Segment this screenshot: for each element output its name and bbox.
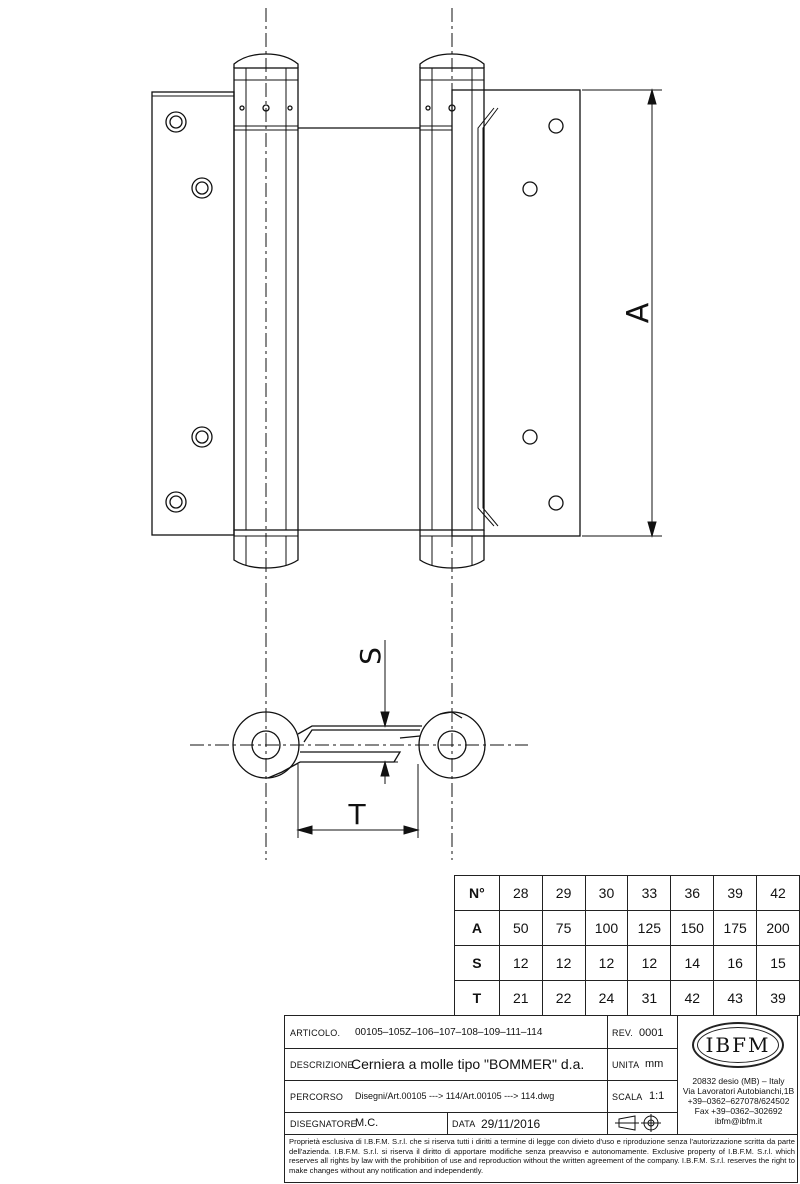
data-label: DATA — [452, 1119, 476, 1129]
dimension-s — [376, 640, 398, 784]
table-cell: 12 — [541, 945, 586, 981]
table-row-label: N° — [454, 875, 500, 911]
table-cell: 12 — [584, 945, 629, 981]
title-block: ARTICOLO. 00105–105Z–106–107–108–109–111… — [284, 1015, 798, 1183]
disegnatore-value: M.C. — [355, 1117, 379, 1129]
hinge-front-view — [151, 53, 581, 569]
table-cell: 42 — [670, 980, 715, 1016]
address-line: Via Lavoratori Autobianchi,1B — [682, 1086, 795, 1096]
table-cell: 28 — [498, 875, 543, 911]
table-cell: 175 — [713, 910, 758, 946]
table-cell: 50 — [498, 910, 543, 946]
table-cell: 16 — [713, 945, 758, 981]
table-row-label: S — [454, 945, 500, 981]
company-logo: IBFM — [692, 1022, 784, 1068]
left-barrel — [233, 67, 299, 531]
scala-label: SCALA — [612, 1092, 643, 1102]
dimension-s-label: S — [354, 647, 387, 665]
table-cell: 43 — [713, 980, 758, 1016]
descrizione-label: DESCRIZIONE — [290, 1060, 354, 1070]
table-row: T 21 22 24 31 42 43 39 — [454, 980, 800, 1016]
left-knuckle — [232, 711, 300, 779]
percorso-label: PERCORSO — [290, 1092, 344, 1102]
copyright-disclaimer: Proprietà esclusiva di I.B.F.M. S.r.l. c… — [289, 1137, 795, 1175]
table-cell: 14 — [670, 945, 715, 981]
address-line: 20832 desio (MB) – Italy — [692, 1076, 785, 1086]
table-cell: 12 — [498, 945, 543, 981]
table-row-label: T — [454, 980, 500, 1016]
address-line: +39–0362–627078/624502 — [687, 1096, 790, 1106]
dimension-a-label: A — [621, 302, 656, 323]
right-barrel — [419, 67, 485, 531]
table-cell: 29 — [541, 875, 586, 911]
dimension-t — [296, 764, 420, 838]
percorso-value: Disegni/Art.00105 ---> 114/Art.00105 ---… — [355, 1091, 555, 1101]
table-cell: 15 — [756, 945, 800, 981]
left-leaf-holes — [165, 111, 213, 513]
right-leaf-holes — [522, 118, 564, 511]
table-row-label: A — [454, 910, 500, 946]
table-cell: 200 — [756, 910, 800, 946]
table-cell: 36 — [670, 875, 715, 911]
table-cell: 21 — [498, 980, 543, 1016]
table-cell: 75 — [541, 910, 586, 946]
dimension-a — [582, 88, 662, 538]
table-row: N° 28 29 30 33 36 39 42 — [454, 875, 800, 911]
table-cell: 100 — [584, 910, 629, 946]
table-cell: 30 — [584, 875, 629, 911]
address-line: Fax +39–0362–302692 — [694, 1106, 783, 1116]
hinge-section-view — [232, 711, 486, 779]
dimension-t-label: T — [347, 798, 366, 831]
projection-symbol-icon — [615, 1114, 661, 1132]
table-cell: 22 — [541, 980, 586, 1016]
table-cell: 24 — [584, 980, 629, 1016]
company-logo-text: IBFM — [705, 1033, 771, 1057]
table-cell: 39 — [713, 875, 758, 911]
table-cell: 42 — [756, 875, 800, 911]
table-cell: 31 — [627, 980, 672, 1016]
rev-label: REV. — [612, 1028, 633, 1038]
rev-value: 0001 — [639, 1027, 664, 1039]
articolo-label: ARTICOLO. — [290, 1028, 341, 1038]
table-row: A 50 75 100 125 150 175 200 — [454, 910, 800, 946]
data-value: 29/11/2016 — [481, 1117, 541, 1131]
table-cell: 12 — [627, 945, 672, 981]
scala-value: 1:1 — [649, 1090, 665, 1102]
address-line: ibfm@ibfm.it — [714, 1116, 763, 1126]
company-logo-area: IBFM 20832 desio (MB) – Italy Via Lavora… — [677, 1016, 799, 1134]
disegnatore-label: DISEGNATORE — [290, 1119, 357, 1129]
center-lines — [190, 8, 528, 860]
dimension-table: N° 28 29 30 33 36 39 42 A 50 75 100 125 … — [454, 875, 800, 1016]
left-leaf — [151, 91, 235, 536]
articolo-value: 00105–105Z–106–107–108–109–111–114 — [355, 1027, 543, 1038]
table-cell: 33 — [627, 875, 672, 911]
table-cell: 39 — [756, 980, 800, 1016]
table-cell: 125 — [627, 910, 672, 946]
unita-value: mm — [645, 1058, 664, 1070]
table-cell: 150 — [670, 910, 715, 946]
table-row: S 12 12 12 12 14 16 15 — [454, 945, 800, 981]
descrizione-value: Cerniera a molle tipo "BOMMER" d.a. — [351, 1056, 585, 1072]
unita-label: UNITA — [612, 1060, 640, 1070]
right-leaf — [451, 89, 581, 537]
